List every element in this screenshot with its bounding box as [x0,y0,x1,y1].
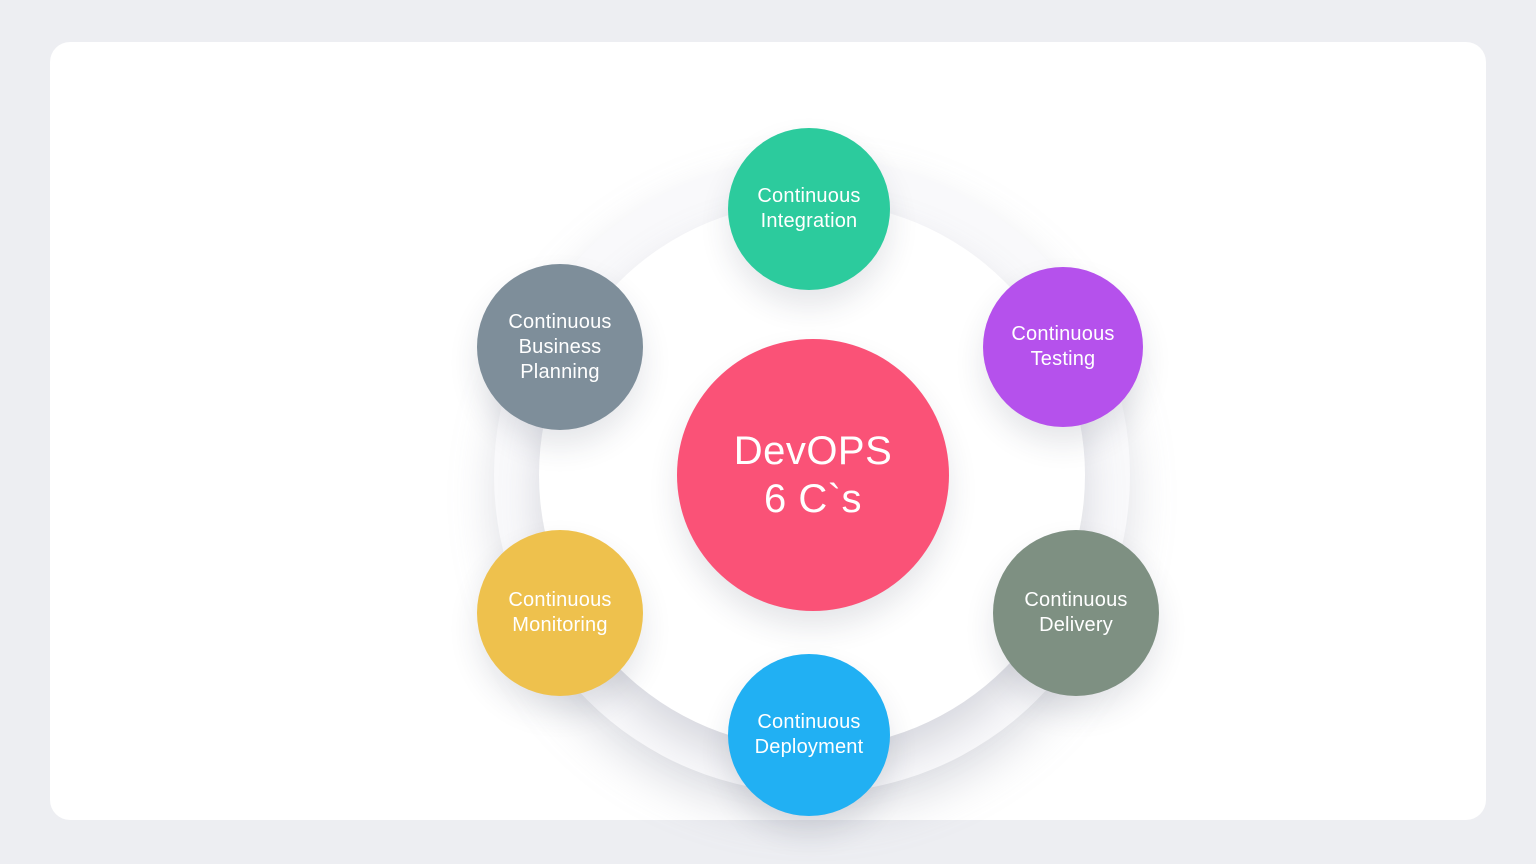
node-continuous-integration: Continuous Integration [728,128,890,290]
node-label-line: Integration [760,210,858,232]
node-label-line: Delivery [1039,614,1113,636]
node-label-line: Planning [520,360,600,383]
center-title-line: DevOPS [733,429,893,473]
center-title-line: 6 C`s [763,477,863,521]
node-label-line: Testing [1030,348,1096,370]
diagram-card: Continuous Integration Continuous Testin… [50,42,1486,820]
node-label-line: Deployment [754,736,864,758]
node-label-line: Monitoring [512,614,608,636]
node-label-line: Continuous [1024,589,1128,611]
node-label-line: Business [518,335,602,358]
node-continuous-deployment: Continuous Deployment [728,654,890,816]
node-label-line: Continuous [757,711,861,733]
node-label-line: Continuous [1011,323,1115,345]
node-continuous-delivery: Continuous Delivery [993,530,1159,696]
node-label-line: Continuous [508,589,612,611]
node-label-line: Continuous [757,185,861,207]
node-continuous-business-planning: Continuous Business Planning [477,264,643,430]
node-label-line: Continuous [508,310,612,333]
node-continuous-monitoring: Continuous Monitoring [477,530,643,696]
node-continuous-testing: Continuous Testing [983,267,1143,427]
devops-center-circle: DevOPS 6 C`s [677,339,949,611]
